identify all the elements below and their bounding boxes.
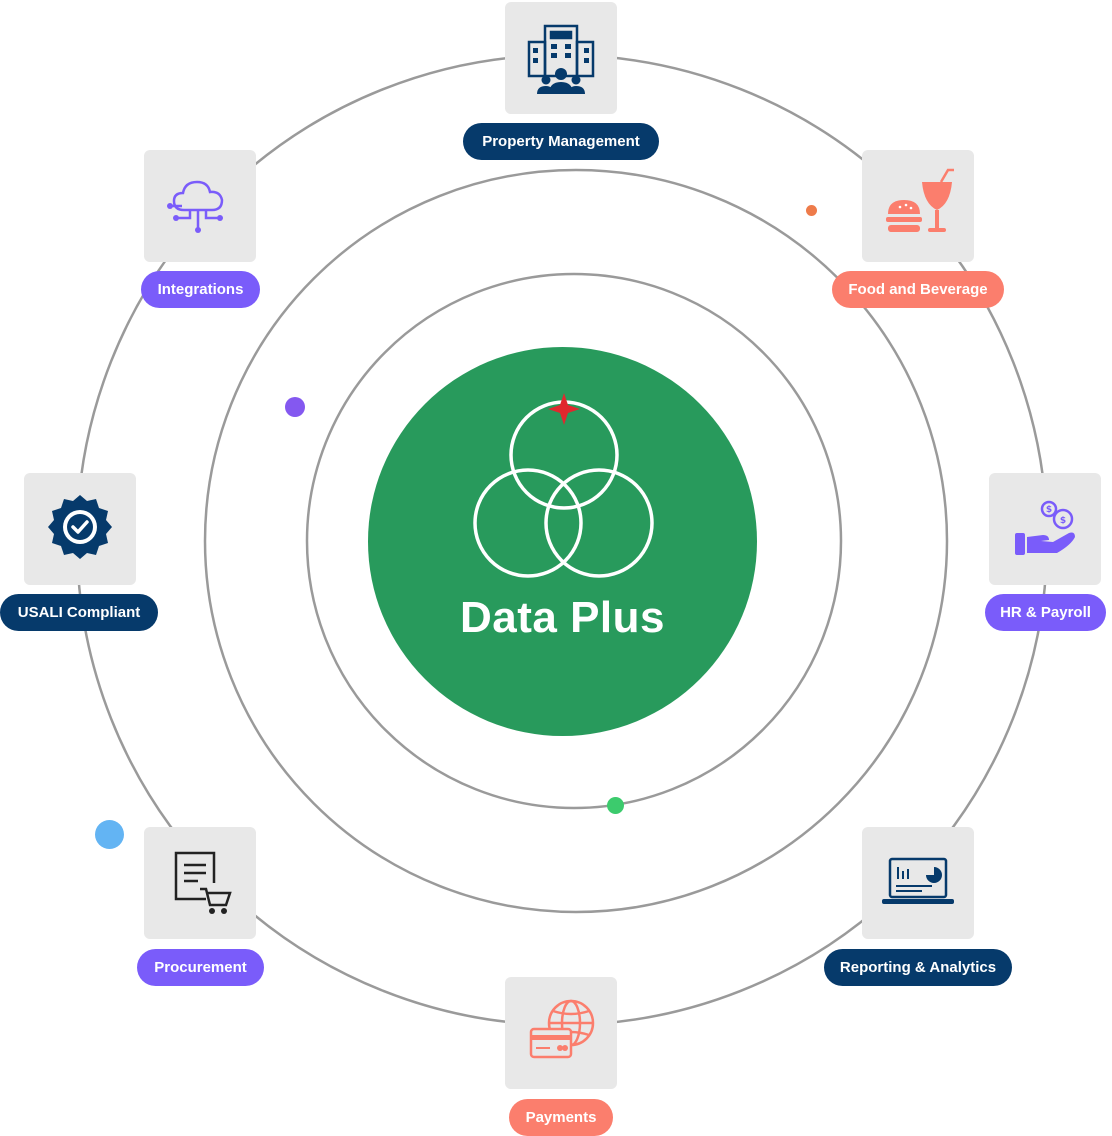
food-and-beverage-label[interactable]: Food and Beverage (832, 271, 1004, 308)
procurement-label[interactable]: Procurement (137, 949, 264, 986)
orange-dot (806, 205, 817, 216)
payments-label[interactable]: Payments (509, 1099, 613, 1136)
svg-text:$: $ (1046, 505, 1052, 515)
usali-compliant-tile[interactable] (24, 473, 136, 585)
cloud-network-icon (167, 180, 224, 233)
reporting-analytics-label[interactable]: Reporting & Analytics (824, 949, 1012, 986)
burger-drink-icon (886, 168, 954, 232)
procurement-tile[interactable] (144, 827, 256, 939)
data-plus-logo-icon (473, 393, 654, 578)
payments-tile[interactable] (505, 977, 617, 1089)
reporting-analytics-tile[interactable] (862, 827, 974, 939)
hr-payroll-label[interactable]: HR & Payroll (985, 594, 1106, 631)
property-management-label[interactable]: Property Management (463, 123, 659, 160)
middle-ring (203, 168, 949, 914)
food-and-beverage-tile[interactable] (862, 150, 974, 262)
verified-badge-icon (48, 495, 112, 559)
hr-payroll-tile[interactable]: $ $ (989, 473, 1101, 585)
document-cart-icon (174, 851, 232, 914)
green-dot (607, 797, 624, 814)
svg-text:$: $ (1060, 516, 1066, 526)
laptop-chart-icon (882, 857, 954, 904)
blue-dot (95, 820, 124, 849)
integrations-label[interactable]: Integrations (141, 271, 260, 308)
card-globe-icon (529, 999, 595, 1059)
center-title: Data Plus (459, 593, 665, 642)
integrations-tile[interactable] (144, 150, 256, 262)
usali-compliant-label[interactable]: USALI Compliant (0, 594, 158, 631)
purple-dot (285, 397, 305, 417)
hand-coins-icon: $ $ (1015, 500, 1075, 555)
inner-ring (305, 272, 843, 810)
property-management-tile[interactable] (505, 2, 617, 114)
office-building-people-icon (527, 24, 595, 94)
data-plus-hub: Data Plus (368, 347, 757, 736)
